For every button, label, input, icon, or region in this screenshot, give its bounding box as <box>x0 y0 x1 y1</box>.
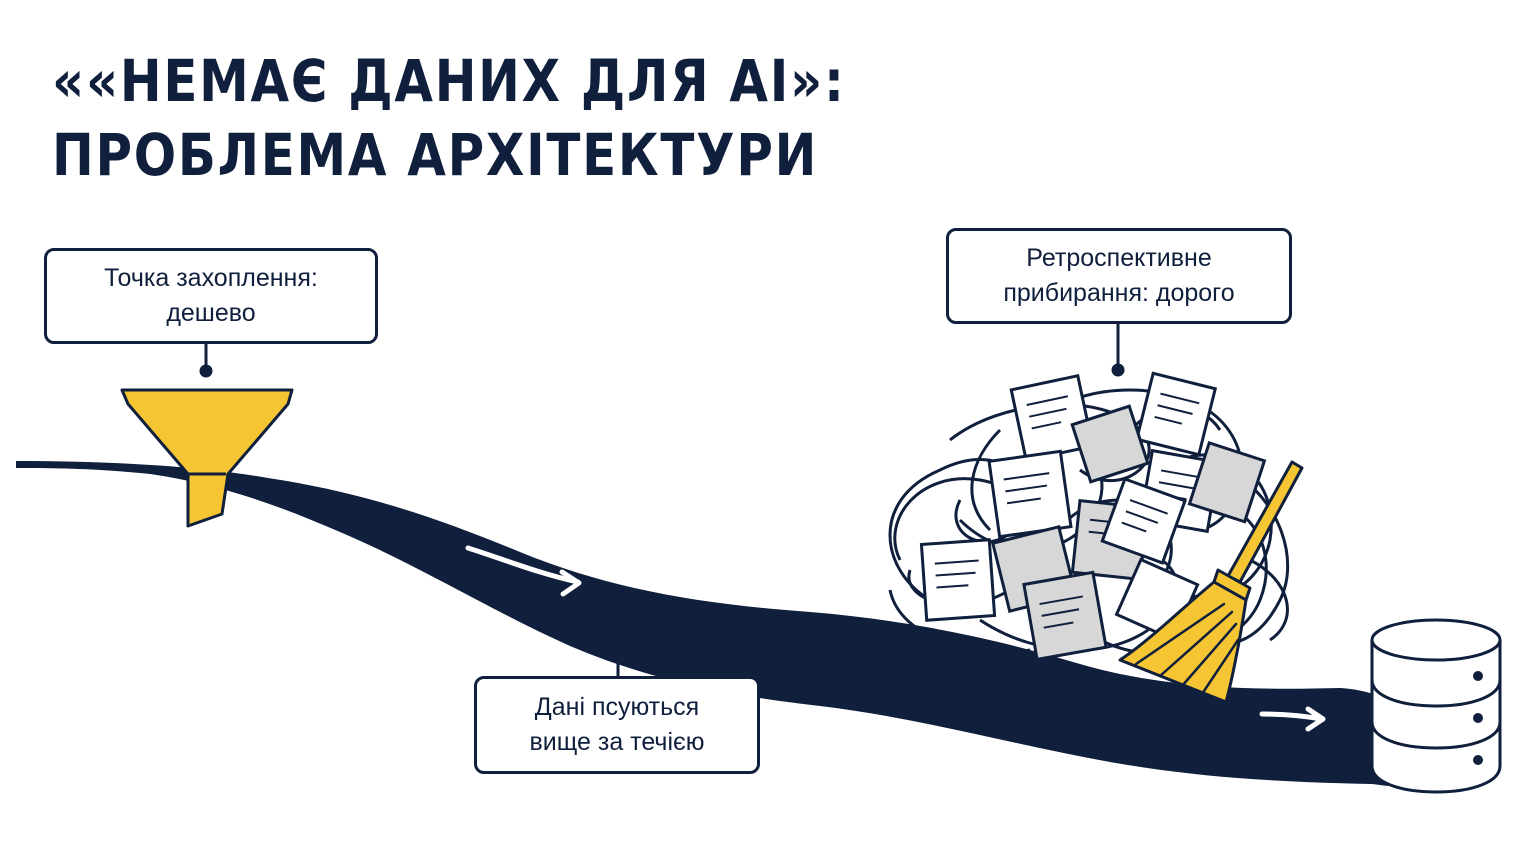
connector-capture-dot <box>199 364 213 378</box>
database-icon <box>1370 618 1502 794</box>
document-6 <box>1070 404 1150 484</box>
callout-retro-cleanup: Ретроспективне прибирання: дорого <box>946 228 1292 324</box>
callout-decay-line-1: Дані псуються <box>534 693 700 721</box>
data-stream <box>16 461 1440 788</box>
callout-capture-line-1: Точка захоплення: <box>104 264 318 292</box>
document-11 <box>1022 570 1108 662</box>
document-5 <box>1187 441 1267 524</box>
tangled-documents <box>888 371 1290 662</box>
callout-decay-line-2: вище за течією <box>529 728 705 756</box>
callout-cleanup-line-1: Ретроспективне <box>1026 244 1212 272</box>
page-title: ««НЕМАЄ ДАНИХ ДЛЯ AI»: ПРОБЛЕМА АРХІТЕКТ… <box>52 44 912 192</box>
document-3 <box>987 449 1073 539</box>
callout-capture-point: Точка захоплення: дешево <box>44 248 378 344</box>
flow-arrow-1 <box>465 545 582 597</box>
document-10 <box>919 538 997 622</box>
callout-capture-line-2: дешево <box>166 299 256 327</box>
document-8 <box>1100 477 1187 565</box>
flow-arrow-2 <box>1259 706 1326 732</box>
document-1 <box>1009 373 1095 463</box>
document-2 <box>1134 371 1218 457</box>
callout-data-decay: Дані псуються вище за течією <box>474 676 760 774</box>
funnel-icon <box>120 388 294 528</box>
title-line-1: ««НЕМАЄ ДАНИХ ДЛЯ AI»: <box>52 47 846 115</box>
flow-arrows <box>465 545 1326 732</box>
title-line-2: ПРОБЛЕМА АРХІТЕКТУРИ <box>52 121 819 189</box>
broom-icon <box>1118 460 1304 704</box>
callout-cleanup-line-2: прибирання: дорого <box>1003 279 1235 307</box>
connector-cleanup-dot <box>1111 363 1125 377</box>
